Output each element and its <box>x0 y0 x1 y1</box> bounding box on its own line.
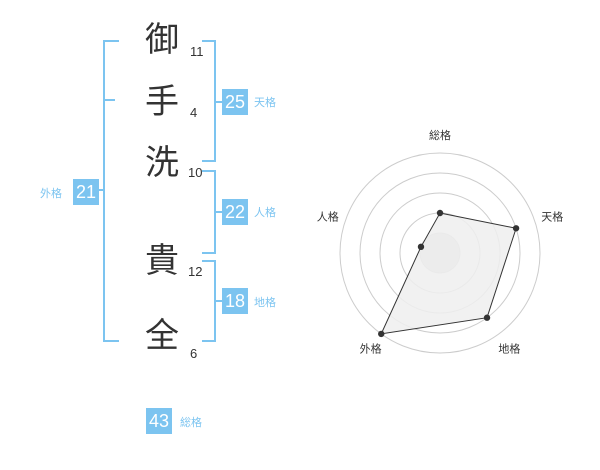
chikaku-connector <box>214 300 222 302</box>
radar-point-4 <box>378 330 385 338</box>
gaikaku-bracket <box>103 40 119 342</box>
name-char-3: 洗 <box>145 143 179 183</box>
gaikaku-value-badge: 21 <box>73 179 99 205</box>
stroke-count-4: 12 <box>188 264 203 279</box>
tenkaku-connector <box>214 101 222 103</box>
gaikaku-label: 外格 <box>40 187 62 200</box>
tenkaku-label: 天格 <box>254 96 276 109</box>
radar-point-5 <box>417 243 425 251</box>
stroke-count-5: 6 <box>190 346 198 361</box>
radar-axis-label-1: 総格 <box>429 128 451 142</box>
tenkaku-value-badge: 25 <box>222 89 248 115</box>
jinkaku-label: 人格 <box>254 206 276 219</box>
radar-points <box>378 209 520 338</box>
soukaku-label: 総格 <box>180 416 202 429</box>
radar-grid-ring <box>339 152 541 354</box>
name-char-5: 全 <box>145 316 179 356</box>
chikaku-label: 地格 <box>254 296 276 309</box>
name-char-1: 御 <box>145 20 179 60</box>
jinkaku-value-badge: 22 <box>222 199 248 225</box>
radar-axis-label-4: 外格 <box>360 341 382 355</box>
stroke-count-3: 10 <box>188 165 203 180</box>
name-char-2: 手 <box>145 82 179 122</box>
radar-point-3 <box>483 314 491 321</box>
radar-data-area <box>380 212 517 335</box>
radar-axis-label-3: 地格 <box>498 341 520 355</box>
stroke-count-1: 11 <box>190 44 204 59</box>
jinkaku-connector <box>214 211 222 213</box>
soukaku-value-badge: 43 <box>146 408 172 434</box>
radar-point-1 <box>436 209 444 217</box>
gaikaku-bracket-tick <box>103 99 115 101</box>
name-char-4: 貴 <box>145 241 179 281</box>
radar-grid-ring <box>359 172 521 334</box>
radar-axis-label-5: 人格 <box>317 210 339 224</box>
radar-point-2 <box>512 225 520 232</box>
stroke-count-2: 4 <box>190 105 198 120</box>
radar-axis-label-2: 天格 <box>541 210 563 224</box>
chikaku-value-badge: 18 <box>222 288 248 314</box>
